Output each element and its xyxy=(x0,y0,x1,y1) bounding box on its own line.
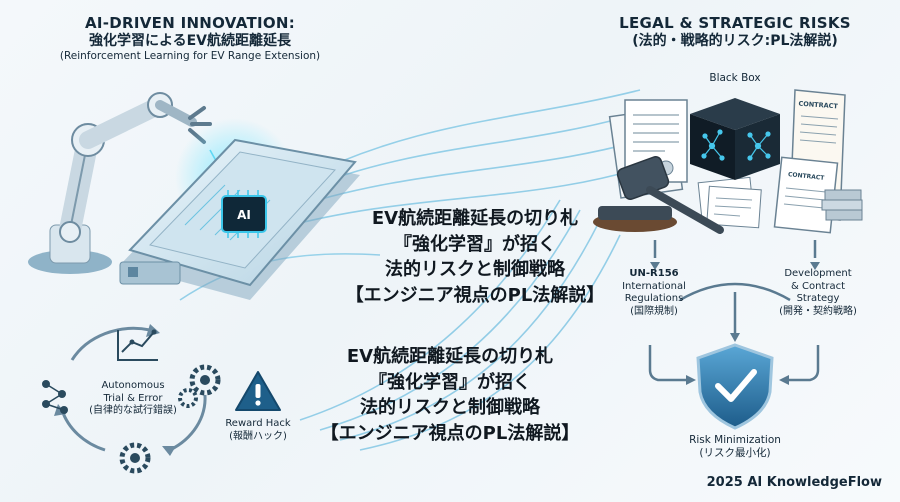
right-header-title-jp: (法的・戦略的リスク:PL法解説) xyxy=(632,32,838,49)
gavel-icon xyxy=(593,156,724,234)
headline-block-upper: EV航続距離延長の切り札 『強化学習』が招く 法的リスクと制御戦略 【エンジニア… xyxy=(325,206,625,308)
autonomous-label: Autonomous Trial & Error (自律的な試行錯誤) xyxy=(78,380,188,418)
shield-check-icon xyxy=(696,343,774,430)
headline-block-lower: EV航続距離延長の切り札 『強化学習』が招く 法的リスクと制御戦略 【エンジニア… xyxy=(300,344,600,446)
gear-bottom-icon xyxy=(119,442,151,474)
headline-line-1: EV航続距離延長の切り札 xyxy=(371,208,579,229)
line-chart-icon xyxy=(117,329,158,361)
reward-hack-label-en: Reward Hack xyxy=(225,418,291,429)
contract-title: CONTRACT xyxy=(798,100,838,111)
reward-hack-label: Reward Hack (報酬ハック) xyxy=(212,418,304,443)
black-box-label: Black Box xyxy=(709,72,761,84)
risk-minimization-label: Risk Minimization (リスク最小化) xyxy=(680,434,790,460)
gear-icon xyxy=(178,364,221,408)
development-label: Development & Contract Strategy (開発・契約戦略… xyxy=(768,268,868,318)
robot-arm-icon xyxy=(28,92,212,274)
un-r156-label-l3: Regulations xyxy=(624,293,684,304)
autonomous-label-en1: Autonomous xyxy=(101,380,165,391)
books-icon xyxy=(821,189,863,221)
development-label-l2: & Contract xyxy=(791,280,845,292)
headline-line-2: 『強化学習』が招く xyxy=(394,233,556,255)
network-nodes-icon xyxy=(42,380,68,414)
right-header: LEGAL & STRATEGIC RISKS (法的・戦略的リスク:PL法解説… xyxy=(590,14,880,50)
footer-brand: 2025 AI KnowledgeFlow xyxy=(706,475,882,490)
headline-lower-line-4: 【エンジニア視点のPL法解説】 xyxy=(320,422,580,444)
headline-line-4: 【エンジニア視点のPL法解説】 xyxy=(345,284,605,306)
development-label-l3: Strategy xyxy=(796,293,840,304)
autonomous-label-jp: (自律的な試行錯誤) xyxy=(89,405,177,416)
un-r156-label: UN-R156 International Regulations (国際規制) xyxy=(608,268,700,318)
headline-lower-line-2: 『強化学習』が招く xyxy=(369,371,531,393)
flow-arrowheads xyxy=(650,262,820,385)
left-header-title-jp: 強化学習によるEV航続距離延長 xyxy=(89,32,291,49)
development-label-l1: Development xyxy=(784,268,852,279)
black-box-cube-icon xyxy=(690,98,780,180)
ai-chip-icon: AI xyxy=(221,190,267,238)
left-header-subtitle: (Reinforcement Learning for EV Range Ext… xyxy=(59,50,321,63)
headline-lower-line-1: EV航続距離延長の切り札 xyxy=(346,346,554,367)
flow-connectors xyxy=(648,240,820,382)
headline-lower-line-3: 法的リスクと制御戦略 xyxy=(360,397,540,419)
un-r156-label-jp: (国際規制) xyxy=(630,305,678,317)
un-r156-label-l1: UN-R156 xyxy=(629,268,679,279)
un-r156-label-l2: International xyxy=(622,280,686,292)
left-header-title-en: AI-DRIVEN INNOVATION: xyxy=(84,14,296,32)
papers-icon xyxy=(697,176,762,229)
reward-hack-label-jp: (報酬ハック) xyxy=(229,430,287,442)
warning-icon xyxy=(235,371,281,411)
right-header-title-en: LEGAL & STRATEGIC RISKS xyxy=(619,14,851,32)
left-header: AI-DRIVEN INNOVATION: 強化学習によるEV航続距離延長 (R… xyxy=(30,14,350,63)
ai-chip-label: AI xyxy=(237,208,251,222)
contract-subtitle: CONTRACT xyxy=(788,171,826,182)
development-label-jp: (開発・契約戦略) xyxy=(779,305,857,317)
autonomous-label-en2: Trial & Error xyxy=(103,392,163,404)
risk-minimization-label-jp: (リスク最小化) xyxy=(699,447,771,460)
risk-minimization-label-en: Risk Minimization xyxy=(689,434,781,446)
headline-line-3: 法的リスクと制御戦略 xyxy=(385,259,565,281)
